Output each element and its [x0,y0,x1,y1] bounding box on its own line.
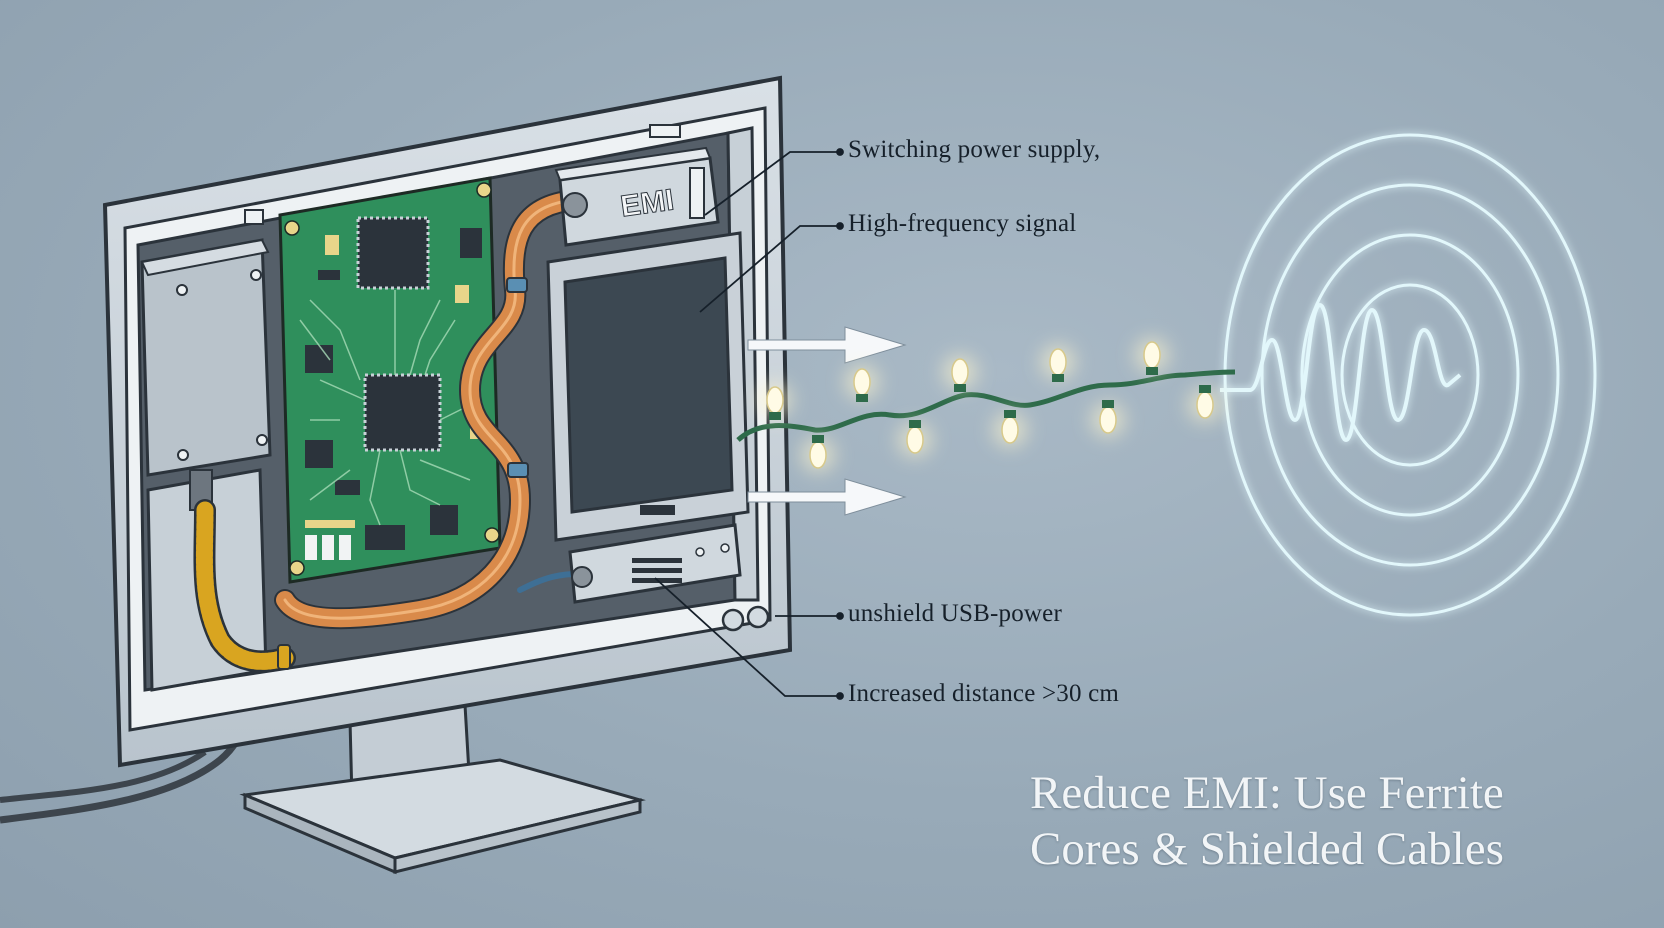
callout-high-frequency: High-frequency signal [848,210,1077,237]
light-bulb-icon [1099,406,1117,434]
bulb-socket [812,435,824,443]
bulb-socket [769,412,781,420]
bulb-socket [954,384,966,392]
emi-module-icon [554,146,720,247]
usb-power-box-icon [568,523,742,604]
copper-cable-icon [274,189,603,630]
bulb-socket [1004,410,1016,418]
light-bulb-icon [853,368,871,396]
pcb-icon [278,176,502,584]
light-bulb-icon [766,386,784,414]
ferrite-core-icon [193,499,296,673]
light-bulb-icon [906,426,924,454]
light-bulb-icon [1143,341,1161,369]
callout-switching-power: Switching power supply, [848,136,1101,163]
light-bulb-icon [1196,391,1214,419]
title-line-2: Cores & Shielded Cables [1030,823,1504,875]
wave-rings-icon [1220,133,1597,617]
bulb-socket [1146,367,1158,375]
light-bulb-icon [951,358,969,386]
light-bulb-icon [1001,416,1019,444]
callout-distance: Increased distance >30 cm [848,680,1120,707]
callout-leaders [654,148,844,700]
emi-label: EMI [619,183,676,223]
arrow-right-icon [747,326,907,364]
bulb-socket [1102,400,1114,408]
bulb-socket [1199,385,1211,393]
light-bulb-icon [1049,348,1067,376]
screen-module-icon [546,231,750,542]
monitor-stand-icon [239,703,646,875]
callout-usb-power: unshield USB-power [848,600,1063,627]
light-bulb-icon [809,441,827,469]
bulb-socket [856,394,868,402]
bulb-socket [1052,374,1064,382]
title-line-1: Reduce EMI: Use Ferrite [1030,767,1504,819]
bulb-socket [909,420,921,428]
arrow-right-icon-lower [747,478,907,516]
string-lights-icon [736,337,1236,473]
page-title: Reduce EMI: Use Ferrite Cores & Shielded… [1030,765,1650,877]
